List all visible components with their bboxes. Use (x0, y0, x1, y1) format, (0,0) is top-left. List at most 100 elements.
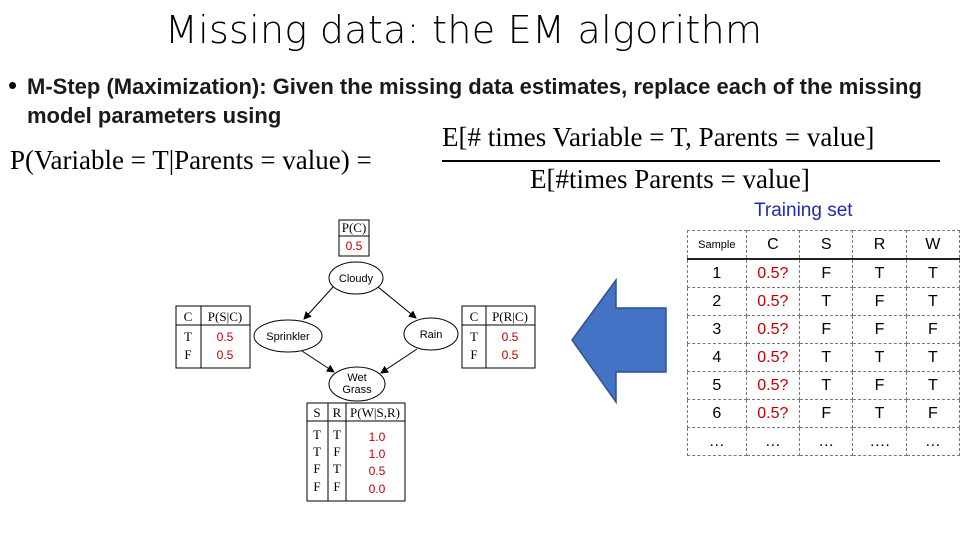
cell-r: …. (852, 427, 907, 456)
cpt-s-col1: C (184, 309, 193, 324)
cell-r: T (852, 258, 907, 288)
table-row: 5 0.5? T F T (687, 371, 960, 400)
cell-s: T (799, 343, 854, 372)
cell-sample: 6 (687, 399, 747, 428)
cell-r: T (852, 399, 907, 428)
cpt-w-col1: S (313, 405, 320, 420)
node-sprinkler: Sprinkler (253, 319, 323, 353)
table-row: 1 0.5? F T T (687, 258, 960, 288)
cell-sample: 5 (687, 371, 747, 400)
cpt-w-row3-p: 0.5 (369, 464, 386, 478)
cpt-c-value: 0.5 (346, 239, 363, 253)
cell-c: 0.5? (745, 287, 801, 316)
bayes-network-diagram: P(C) 0.5 Cloudy Sprinkler Rain Wet Grass… (175, 219, 536, 502)
formula-numerator: E[# times Variable = T, Parents = value] (442, 122, 875, 152)
cpt-sprinkler: C P(S|C) T 0.5 F 0.5 (175, 305, 251, 369)
cell-c: 0.5? (745, 371, 801, 400)
cpt-w-row4-r: F (333, 479, 340, 494)
cpt-s-col2: P(S|C) (208, 309, 242, 324)
cpt-w-row2-s: T (313, 444, 321, 459)
cell-r: F (852, 315, 907, 344)
edge-rain-wet (380, 348, 418, 374)
cpt-w-row4-s: F (313, 479, 320, 494)
cpt-r-col1: C (470, 309, 479, 324)
cpt-s-row1-c: T (184, 329, 192, 344)
cell-w: F (905, 399, 960, 428)
node-wet-label-2: Grass (342, 384, 372, 396)
cell-w: T (905, 258, 960, 288)
cell-c: 0.5? (745, 399, 801, 428)
fraction-bar (442, 160, 940, 162)
cpt-r-row2-p: 0.5 (502, 348, 519, 362)
cell-s: F (799, 399, 854, 428)
cpt-w-row1-p: 1.0 (369, 430, 386, 444)
cell-s: T (799, 287, 854, 316)
cell-r: F (852, 371, 907, 400)
cell-s: … (799, 427, 854, 456)
cpt-w-col3: P(W|S,R) (350, 405, 400, 420)
bullet-text: M-Step (Maximization): Given the missing… (27, 74, 922, 128)
slide-title: Missing data: the EM algorithm (165, 8, 763, 52)
node-wet-label-1: Wet (347, 372, 366, 384)
cell-sample: … (687, 427, 747, 456)
cpt-r-row1-c: T (470, 329, 478, 344)
edge-cloudy-rain (377, 286, 417, 319)
header-r: R (852, 230, 907, 260)
cpt-wet-grass: S R P(W|S,R) T T 1.0 T F 1.0 F T 0.5 F F… (306, 402, 406, 502)
cpt-w-row3-r: T (333, 461, 341, 476)
cpt-w-row1-s: T (313, 427, 321, 442)
cpt-w-row2-r: F (333, 444, 340, 459)
cell-w: T (905, 343, 960, 372)
cell-sample: 3 (687, 315, 747, 344)
header-w: W (905, 230, 960, 260)
cpt-cloudy: P(C) 0.5 (338, 219, 370, 257)
cell-c: 0.5? (745, 258, 801, 288)
cpt-c-header: P(C) (342, 220, 367, 235)
table-row: 3 0.5? F F F (687, 315, 960, 344)
formula-lhs: P(Variable = T|Parents = value) = (10, 145, 372, 175)
cpt-w-row3-s: F (313, 461, 320, 476)
cell-c: 0.5? (745, 315, 801, 344)
cell-s: F (799, 258, 854, 288)
table-row: 6 0.5? F T F (687, 399, 960, 428)
header-c: C (745, 230, 801, 260)
edge-cloudy-sprinkler (303, 286, 334, 320)
cpt-rain: C P(R|C) T 0.5 F 0.5 (461, 305, 536, 369)
table-row: 2 0.5? T F T (687, 287, 960, 316)
cell-c: 0.5? (745, 343, 801, 372)
bullet-marker: • (8, 70, 18, 100)
cpt-w-col2: R (333, 405, 342, 420)
formula-denominator: E[#times Parents = value] (530, 164, 810, 194)
cell-w: F (905, 315, 960, 344)
cpt-w-row2-p: 1.0 (369, 447, 386, 461)
cell-sample: 1 (687, 258, 747, 288)
node-rain: Rain (403, 317, 459, 351)
edge-sprinkler-wet (301, 350, 335, 373)
cpt-w-row1-r: T (333, 427, 341, 442)
cell-s: T (799, 371, 854, 400)
cpt-r-row2-c: F (470, 347, 477, 362)
header-sample: Sample (687, 230, 747, 260)
cell-r: F (852, 287, 907, 316)
cpt-s-row2-c: F (184, 347, 191, 362)
cell-w: … (905, 427, 960, 456)
left-arrow-shape (571, 278, 667, 405)
cpt-r-col2: P(R|C) (492, 309, 528, 324)
node-rain-label: Rain (420, 329, 443, 341)
node-cloudy: Cloudy (328, 261, 384, 295)
cpt-r-row1-p: 0.5 (502, 330, 519, 344)
node-sprinkler-label: Sprinkler (266, 331, 310, 343)
cpt-w-row4-p: 0.0 (369, 482, 386, 496)
node-cloudy-label: Cloudy (339, 273, 374, 285)
table-row: 4 0.5? T T T (687, 343, 960, 372)
cell-sample: 4 (687, 343, 747, 372)
cell-c: … (745, 427, 801, 456)
header-s: S (799, 230, 854, 260)
cell-sample: 2 (687, 287, 747, 316)
cell-s: F (799, 315, 854, 344)
cell-w: T (905, 371, 960, 400)
table-header-row: Sample C S R W (687, 230, 960, 260)
node-wet-grass: Wet Grass (328, 366, 386, 402)
training-set-title: Training set (754, 200, 853, 221)
cell-r: T (852, 343, 907, 372)
